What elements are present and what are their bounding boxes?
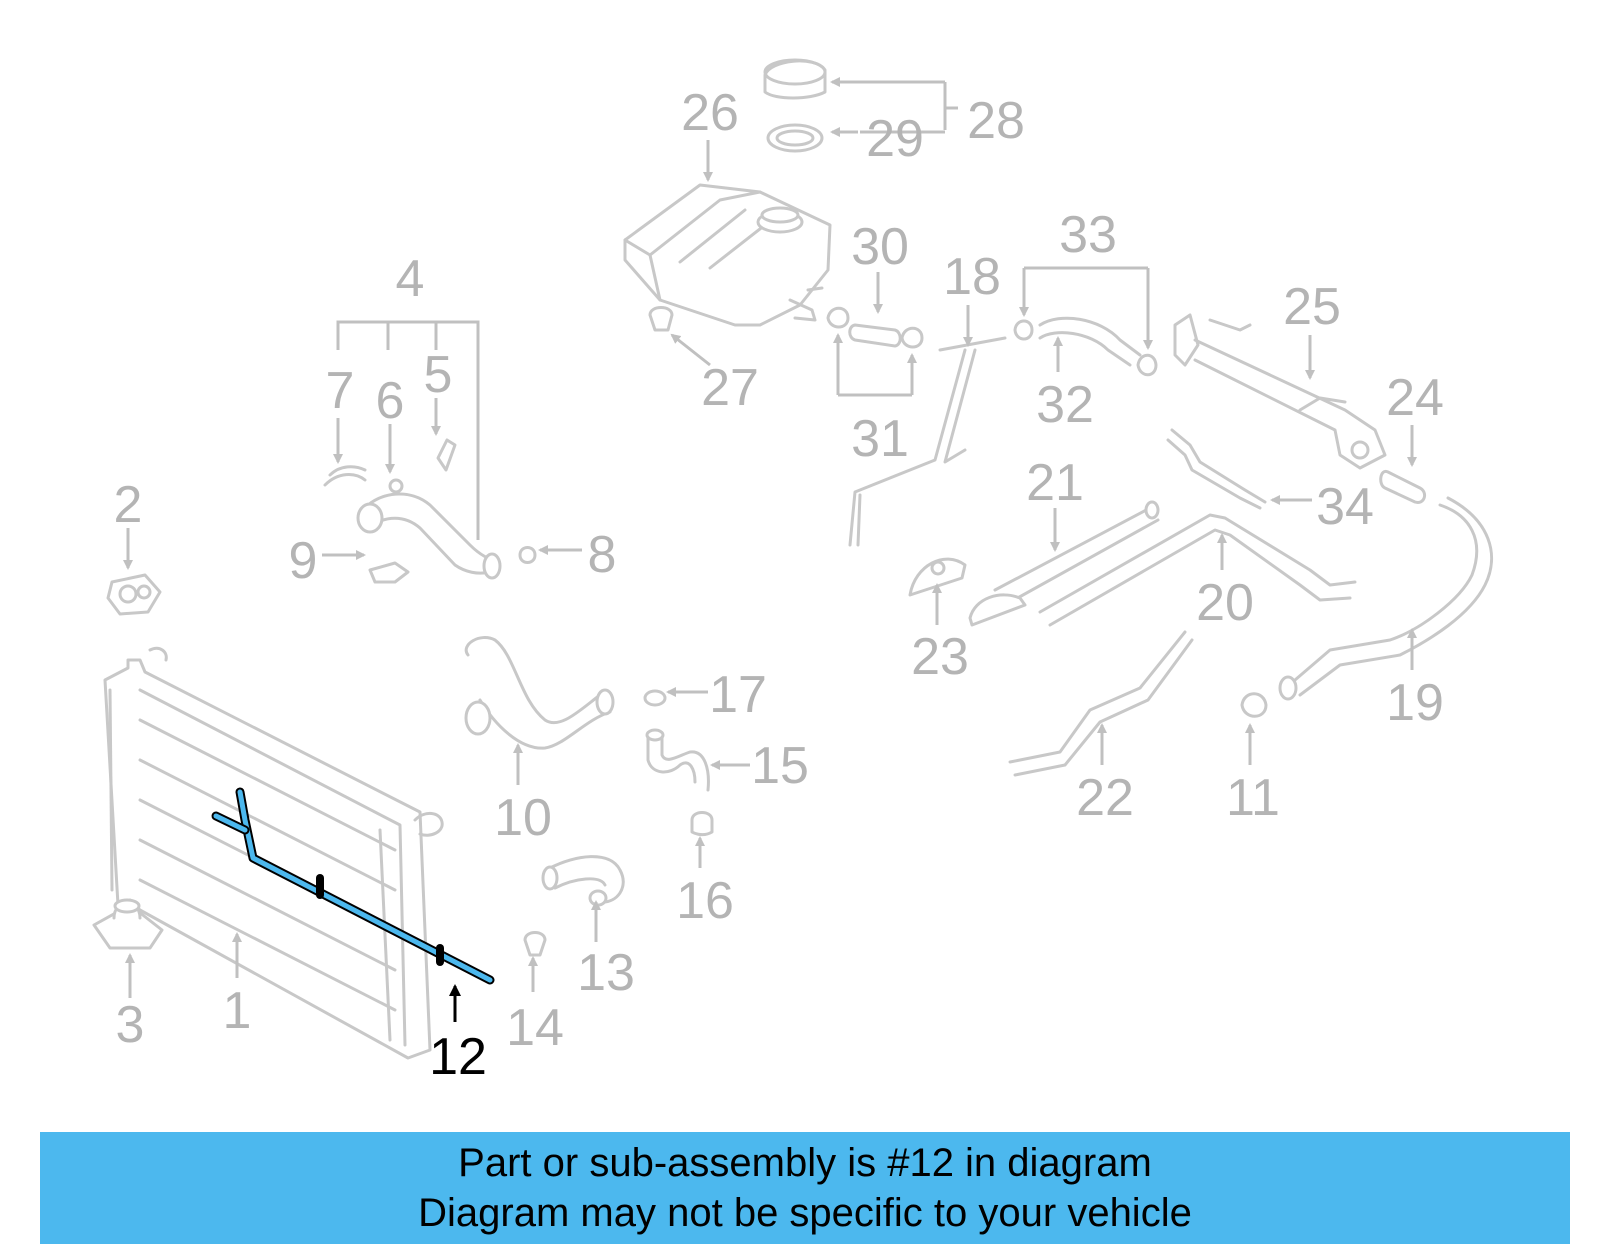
callout-11: 11 <box>1226 769 1280 827</box>
hose-15 <box>645 728 710 792</box>
callout-22: 22 <box>1076 769 1134 827</box>
callout-26: 26 <box>681 84 739 142</box>
callout-24: 24 <box>1386 369 1444 427</box>
callout-28: 28 <box>967 92 1025 150</box>
radiator <box>103 646 444 1060</box>
callout-20: 20 <box>1196 574 1254 632</box>
banner-part-note: Part or sub-assembly is #12 in diagram <box>458 1141 1152 1185</box>
callout-29: 29 <box>866 110 924 168</box>
bracket-2 <box>106 573 162 616</box>
callout-27: 27 <box>701 359 759 417</box>
expansion-tank-26 <box>623 183 832 327</box>
callout-33: 33 <box>1059 206 1117 264</box>
hose-30 <box>826 306 924 349</box>
callout-16: 16 <box>676 872 734 930</box>
clamp-11 <box>1240 692 1268 718</box>
callout-5: 5 <box>424 346 453 404</box>
callout-34: 34 <box>1316 478 1374 536</box>
seal-29 <box>766 123 824 153</box>
info-banner: Part or sub-assembly is #12 in diagram D… <box>40 1132 1570 1244</box>
plug-27 <box>648 306 674 332</box>
parts-diagram: 1 2 3 4 5 6 7 8 9 10 11 12 13 14 15 16 1… <box>92 58 1494 1086</box>
callout-19: 19 <box>1386 674 1444 732</box>
cap-28 <box>763 58 827 100</box>
mount-3 <box>92 898 164 950</box>
callout-23: 23 <box>911 628 969 686</box>
callout-13: 13 <box>577 944 635 1002</box>
hose-32 <box>1013 316 1158 377</box>
hose-assembly-4 <box>323 438 537 584</box>
callout-17: 17 <box>709 666 767 724</box>
pipe-25 <box>1173 313 1387 470</box>
plug-16 <box>690 811 714 837</box>
hose-13 <box>541 855 625 907</box>
callout-8: 8 <box>588 526 617 584</box>
cover-23 <box>908 557 967 597</box>
pipe-21 <box>968 500 1160 627</box>
callout-31: 31 <box>851 410 909 468</box>
callout-32: 32 <box>1036 376 1094 434</box>
callout-2: 2 <box>114 476 143 534</box>
callout-10: 10 <box>494 789 552 847</box>
clip-14 <box>523 931 547 957</box>
callout-21: 21 <box>1026 454 1084 512</box>
callout-4: 4 <box>396 250 425 308</box>
hose-19 <box>1278 496 1494 701</box>
callout-3: 3 <box>116 996 145 1054</box>
leader-arrows <box>123 77 1417 1022</box>
callout-9: 9 <box>289 532 318 590</box>
callout-18: 18 <box>943 248 1001 306</box>
callout-25: 25 <box>1283 278 1341 336</box>
callout-14: 14 <box>506 999 564 1057</box>
pipe-22 <box>1008 630 1194 777</box>
coolant-pipe-12[interactable] <box>211 787 495 985</box>
callout-1: 1 <box>223 982 252 1040</box>
pipe-20 <box>1038 513 1357 627</box>
callout-7: 7 <box>326 362 355 420</box>
callout-12: 12 <box>429 1028 487 1086</box>
callout-6: 6 <box>376 372 405 430</box>
banner-disclaimer: Diagram may not be specific to your vehi… <box>418 1191 1192 1235</box>
callout-numbers: 1 2 3 4 5 6 7 8 9 10 11 12 13 14 15 16 1… <box>114 84 1444 1086</box>
callout-15: 15 <box>751 737 809 795</box>
callout-30: 30 <box>851 218 909 276</box>
pipe-34 <box>1166 428 1267 510</box>
plug-17 <box>643 689 667 707</box>
hose-24 <box>1379 469 1427 504</box>
hose-10 <box>464 636 615 750</box>
